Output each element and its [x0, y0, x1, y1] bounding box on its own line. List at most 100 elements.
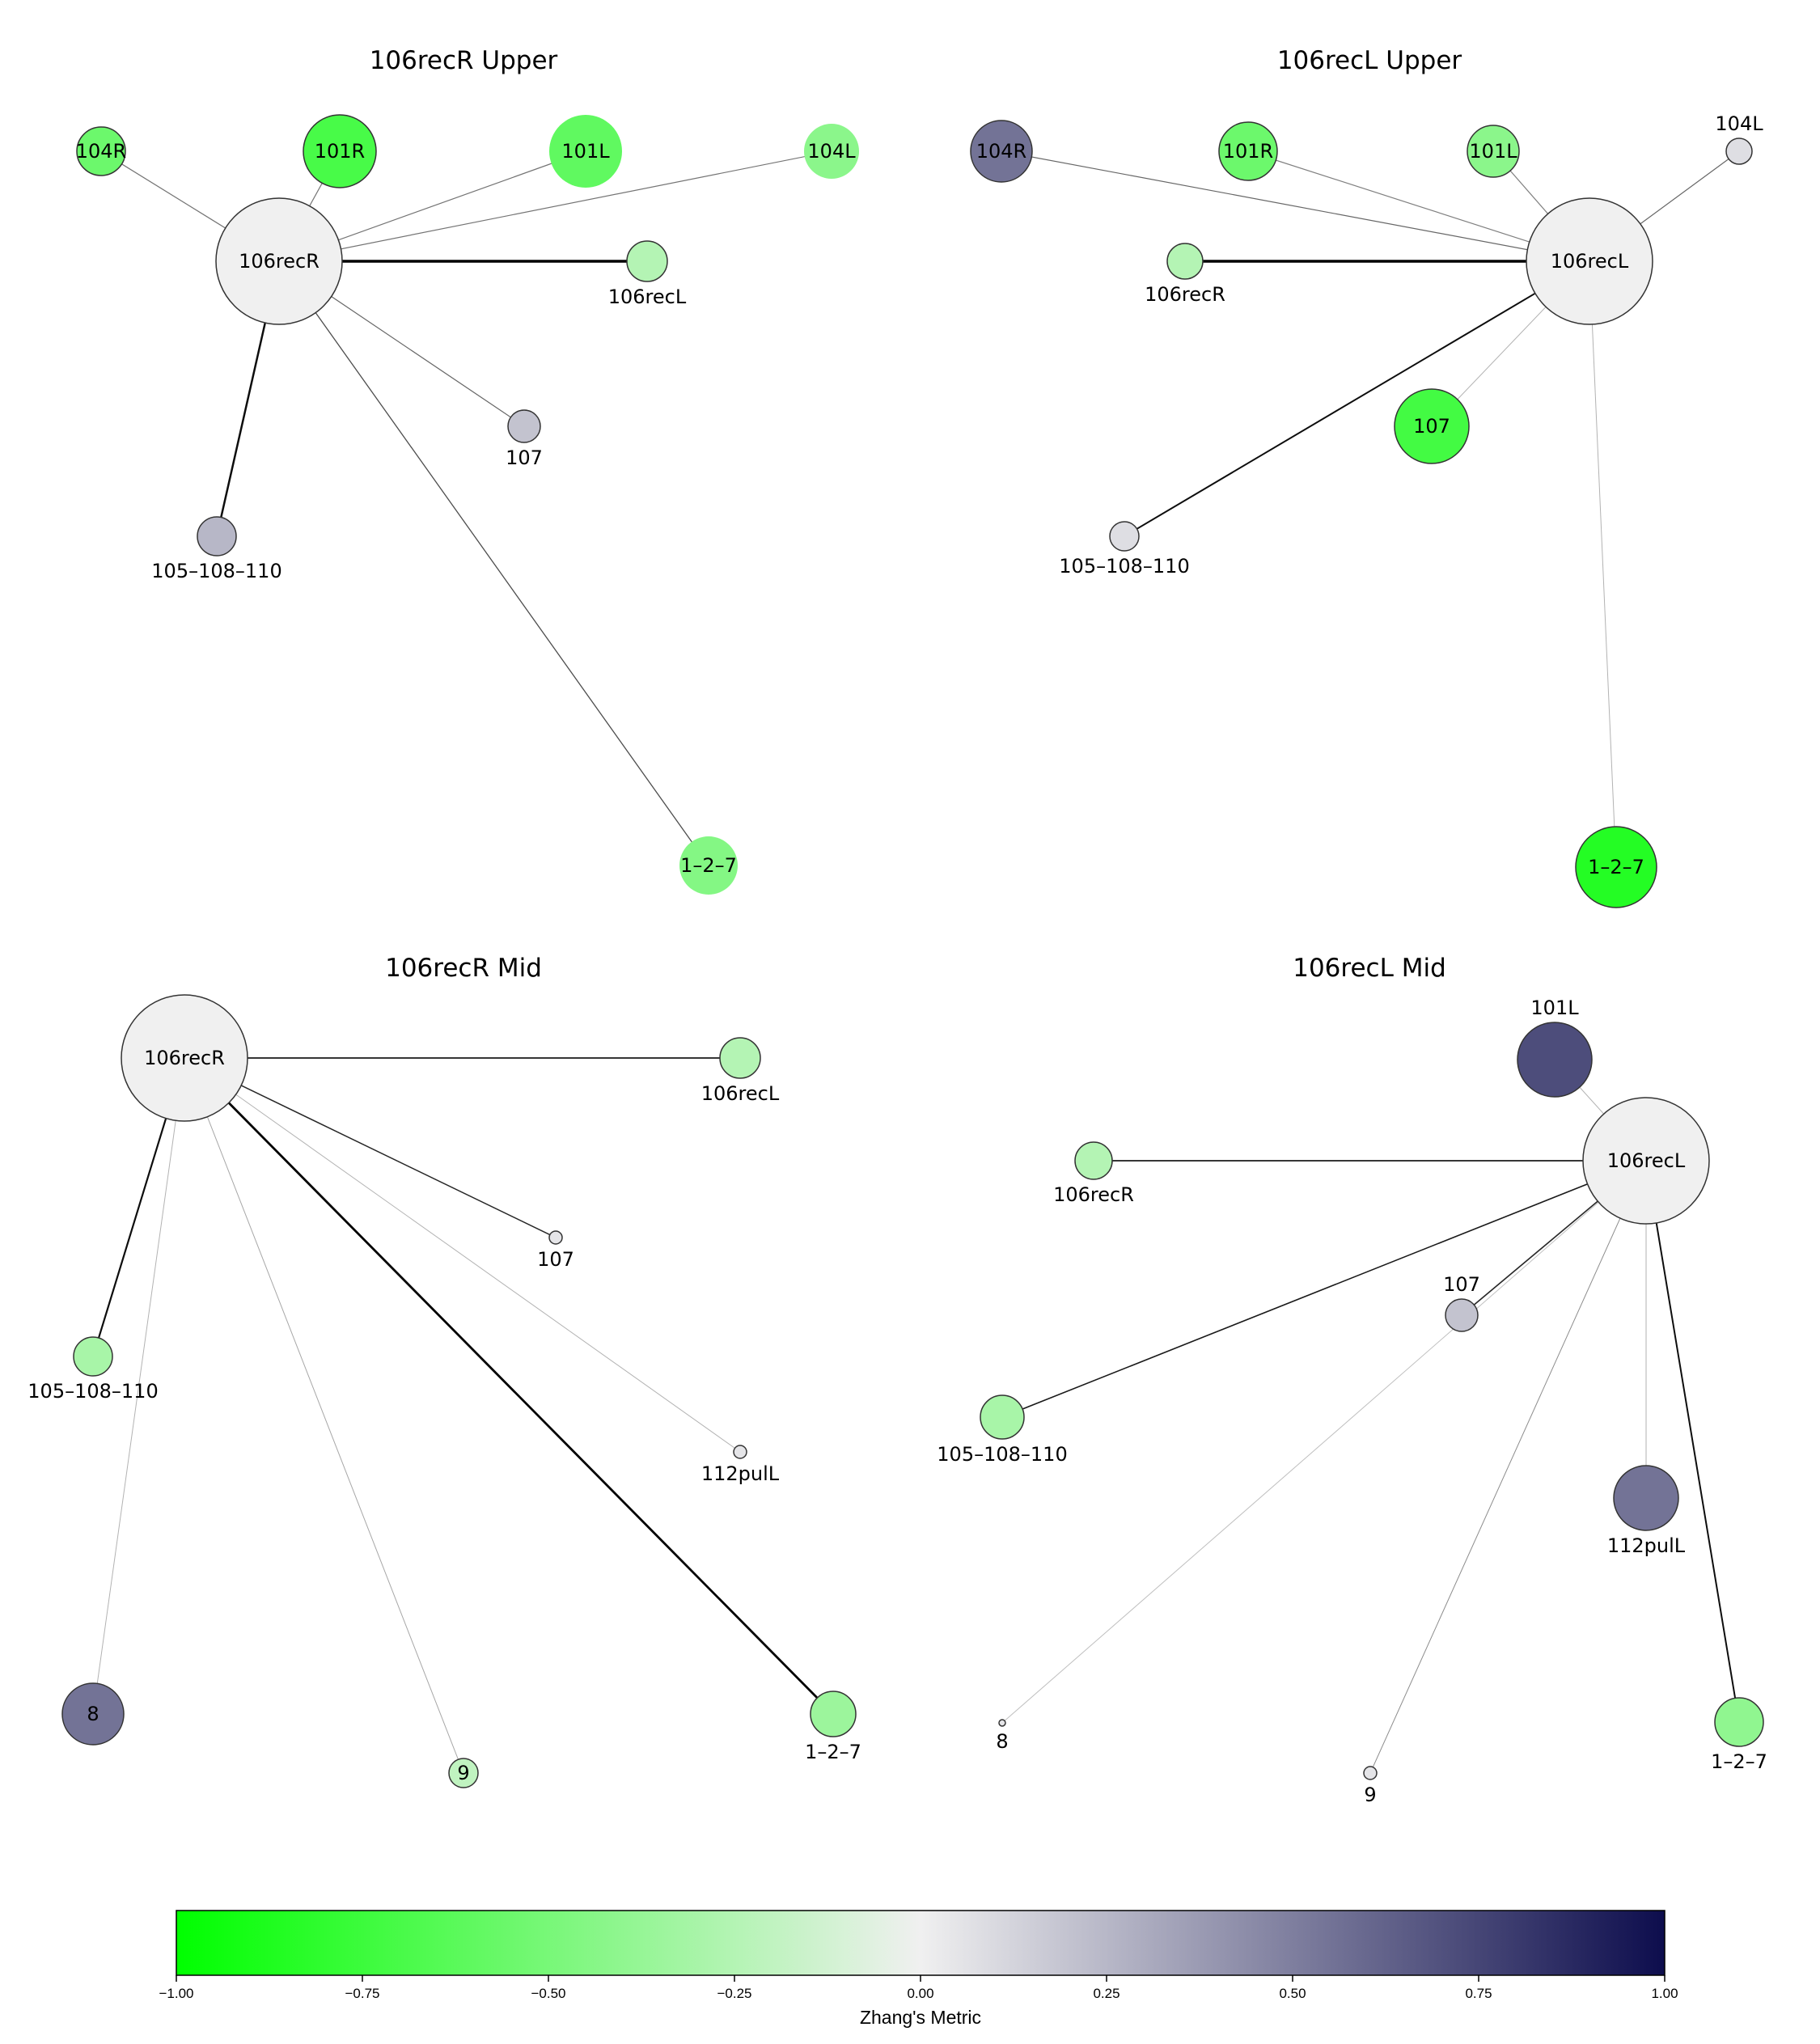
node-label-8: 8 — [87, 1703, 99, 1725]
node-105-108-110: 105–108–110 — [1059, 521, 1190, 578]
node-106recr: 106recR — [1053, 1141, 1134, 1206]
colorbar-tick-label: −0.50 — [531, 1986, 565, 2001]
node-label-112pull: 112pulL — [1607, 1534, 1686, 1557]
node-circle-1-2-7 — [810, 1691, 857, 1737]
node-circle-104r — [76, 126, 126, 176]
node-112pull: 112pulL — [1607, 1465, 1686, 1557]
node-101l: 101L — [1517, 997, 1593, 1098]
node-9: 9 — [1363, 1766, 1378, 1806]
edge-106recr-1-2-7 — [278, 260, 709, 866]
node-label-105-108-110: 105–108–110 — [1059, 555, 1189, 578]
colorbar-tick-label: −0.25 — [717, 1986, 751, 2001]
edge-106recr-1-2-7 — [184, 1057, 834, 1715]
node-circle-107 — [507, 409, 541, 443]
node-circle-106recr — [121, 994, 248, 1122]
node-label-1-2-7: 1–2–7 — [1711, 1750, 1767, 1773]
node-circle-106recl — [626, 240, 668, 282]
node-label-106recr: 106recR — [144, 1047, 225, 1069]
node-label-106recl: 106recL — [608, 286, 687, 308]
node-label-101r: 101R — [315, 140, 365, 163]
node-104r: 104R — [970, 120, 1033, 183]
node-101l: 101L — [549, 115, 622, 188]
node-1-2-7: 1–2–7 — [1711, 1697, 1767, 1773]
node-101r: 101R — [1218, 121, 1278, 181]
node-circle-101l — [1467, 125, 1520, 178]
edge-106recr-104l — [278, 150, 832, 262]
node-circle-112pull — [733, 1445, 747, 1459]
edge-106recr-8 — [92, 1057, 185, 1715]
node-label-9: 9 — [1364, 1784, 1376, 1806]
nodes-106recr-mid: 106recR106recL107112pulL105–108–110891–2… — [28, 994, 861, 1788]
node-101l: 101L — [1467, 125, 1520, 178]
node-label-9: 9 — [457, 1762, 469, 1784]
edges-106recr-mid — [91, 1057, 834, 1774]
node-label-105-108-110: 105–108–110 — [937, 1443, 1067, 1466]
node-label-1-2-7: 1–2–7 — [1588, 856, 1644, 878]
node-label-106recl: 106recL — [1551, 250, 1629, 273]
node-circle-106recl — [1526, 197, 1653, 325]
node-label-106recr: 106recR — [1145, 283, 1225, 306]
node-circle-105-108-110 — [197, 516, 237, 556]
node-label-112pull: 112pulL — [701, 1462, 780, 1485]
node-106recl: 106recL — [1582, 1097, 1710, 1225]
node-107: 107 — [1394, 388, 1470, 464]
node-106recr: 106recR — [1145, 243, 1225, 306]
node-label-104l: 104L — [1715, 112, 1763, 135]
node-circle-106recl — [719, 1037, 761, 1079]
node-label-107: 107 — [1413, 415, 1450, 438]
edges-106recr-upper — [100, 150, 832, 866]
node-9: 9 — [448, 1758, 479, 1788]
node-label-107: 107 — [506, 446, 543, 469]
node-circle-101r — [1218, 121, 1278, 181]
colorbar-tick-label: −1.00 — [159, 1986, 193, 2001]
node-circle-101l — [1517, 1022, 1593, 1098]
node-label-101l: 101L — [561, 140, 610, 163]
node-circle-105-108-110 — [73, 1336, 113, 1377]
node-circle-105-108-110 — [1109, 521, 1140, 552]
node-105-108-110: 105–108–110 — [937, 1394, 1068, 1466]
node-circle-9 — [448, 1758, 479, 1788]
node-label-106recl: 106recL — [1607, 1149, 1686, 1172]
node-label-1-2-7: 1–2–7 — [680, 854, 737, 877]
node-circle-105-108-110 — [980, 1394, 1025, 1440]
node-label-105-108-110: 105–108–110 — [28, 1380, 158, 1403]
node-circle-101l — [549, 115, 622, 188]
node-label-106recr: 106recR — [239, 250, 320, 273]
node-1-2-7: 1–2–7 — [805, 1691, 861, 1763]
node-circle-106recr — [1074, 1141, 1113, 1180]
edge-106recl-105-108-110 — [1124, 260, 1590, 537]
node-circle-1-2-7 — [679, 836, 738, 895]
node-label-101r: 101R — [1223, 140, 1273, 163]
node-circle-104l — [1725, 138, 1753, 165]
edge-106recl-8 — [1001, 1160, 1647, 1724]
node-label-105-108-110: 105–108–110 — [151, 560, 281, 582]
edge-106recr-9 — [184, 1057, 464, 1774]
nodes-106recl-mid: 106recL101L106recR107105–108–110112pulL8… — [937, 997, 1767, 1806]
node-106recl: 106recL — [1526, 197, 1653, 325]
node-circle-112pull — [1613, 1465, 1679, 1531]
edge-106recr-107 — [184, 1057, 557, 1238]
node-label-104r: 104R — [76, 140, 126, 163]
colorbar-gradient — [176, 1910, 1666, 1976]
edge-106recl-104r — [1001, 150, 1590, 262]
node-104r: 104R — [76, 126, 126, 176]
node-106recl: 106recL — [608, 240, 687, 308]
colorbar-tick-label: 0.50 — [1279, 1986, 1306, 2001]
colorbar-tick-label: 1.00 — [1651, 1986, 1678, 2001]
node-101r: 101R — [303, 114, 377, 188]
node-circle-1-2-7 — [1575, 826, 1657, 908]
colorbar-tick-label: 0.00 — [907, 1986, 933, 2001]
panel-title-106recr-mid: 106recR Mid — [385, 954, 542, 983]
colorbar-tick-label: 0.25 — [1093, 1986, 1120, 2001]
node-104l: 104L — [1715, 112, 1763, 165]
node-8: 8 — [996, 1719, 1009, 1753]
nodes-106recl-upper: 106recL 104R 101R 101L 104L 106recR 107 105–108… — [970, 112, 1763, 908]
node-circle-106recr — [215, 197, 343, 325]
node-circle-1-2-7 — [1714, 1697, 1764, 1747]
node-label-101l: 101L — [1469, 140, 1517, 163]
node-107: 107 — [506, 409, 543, 469]
node-label-104r: 104R — [976, 140, 1026, 163]
